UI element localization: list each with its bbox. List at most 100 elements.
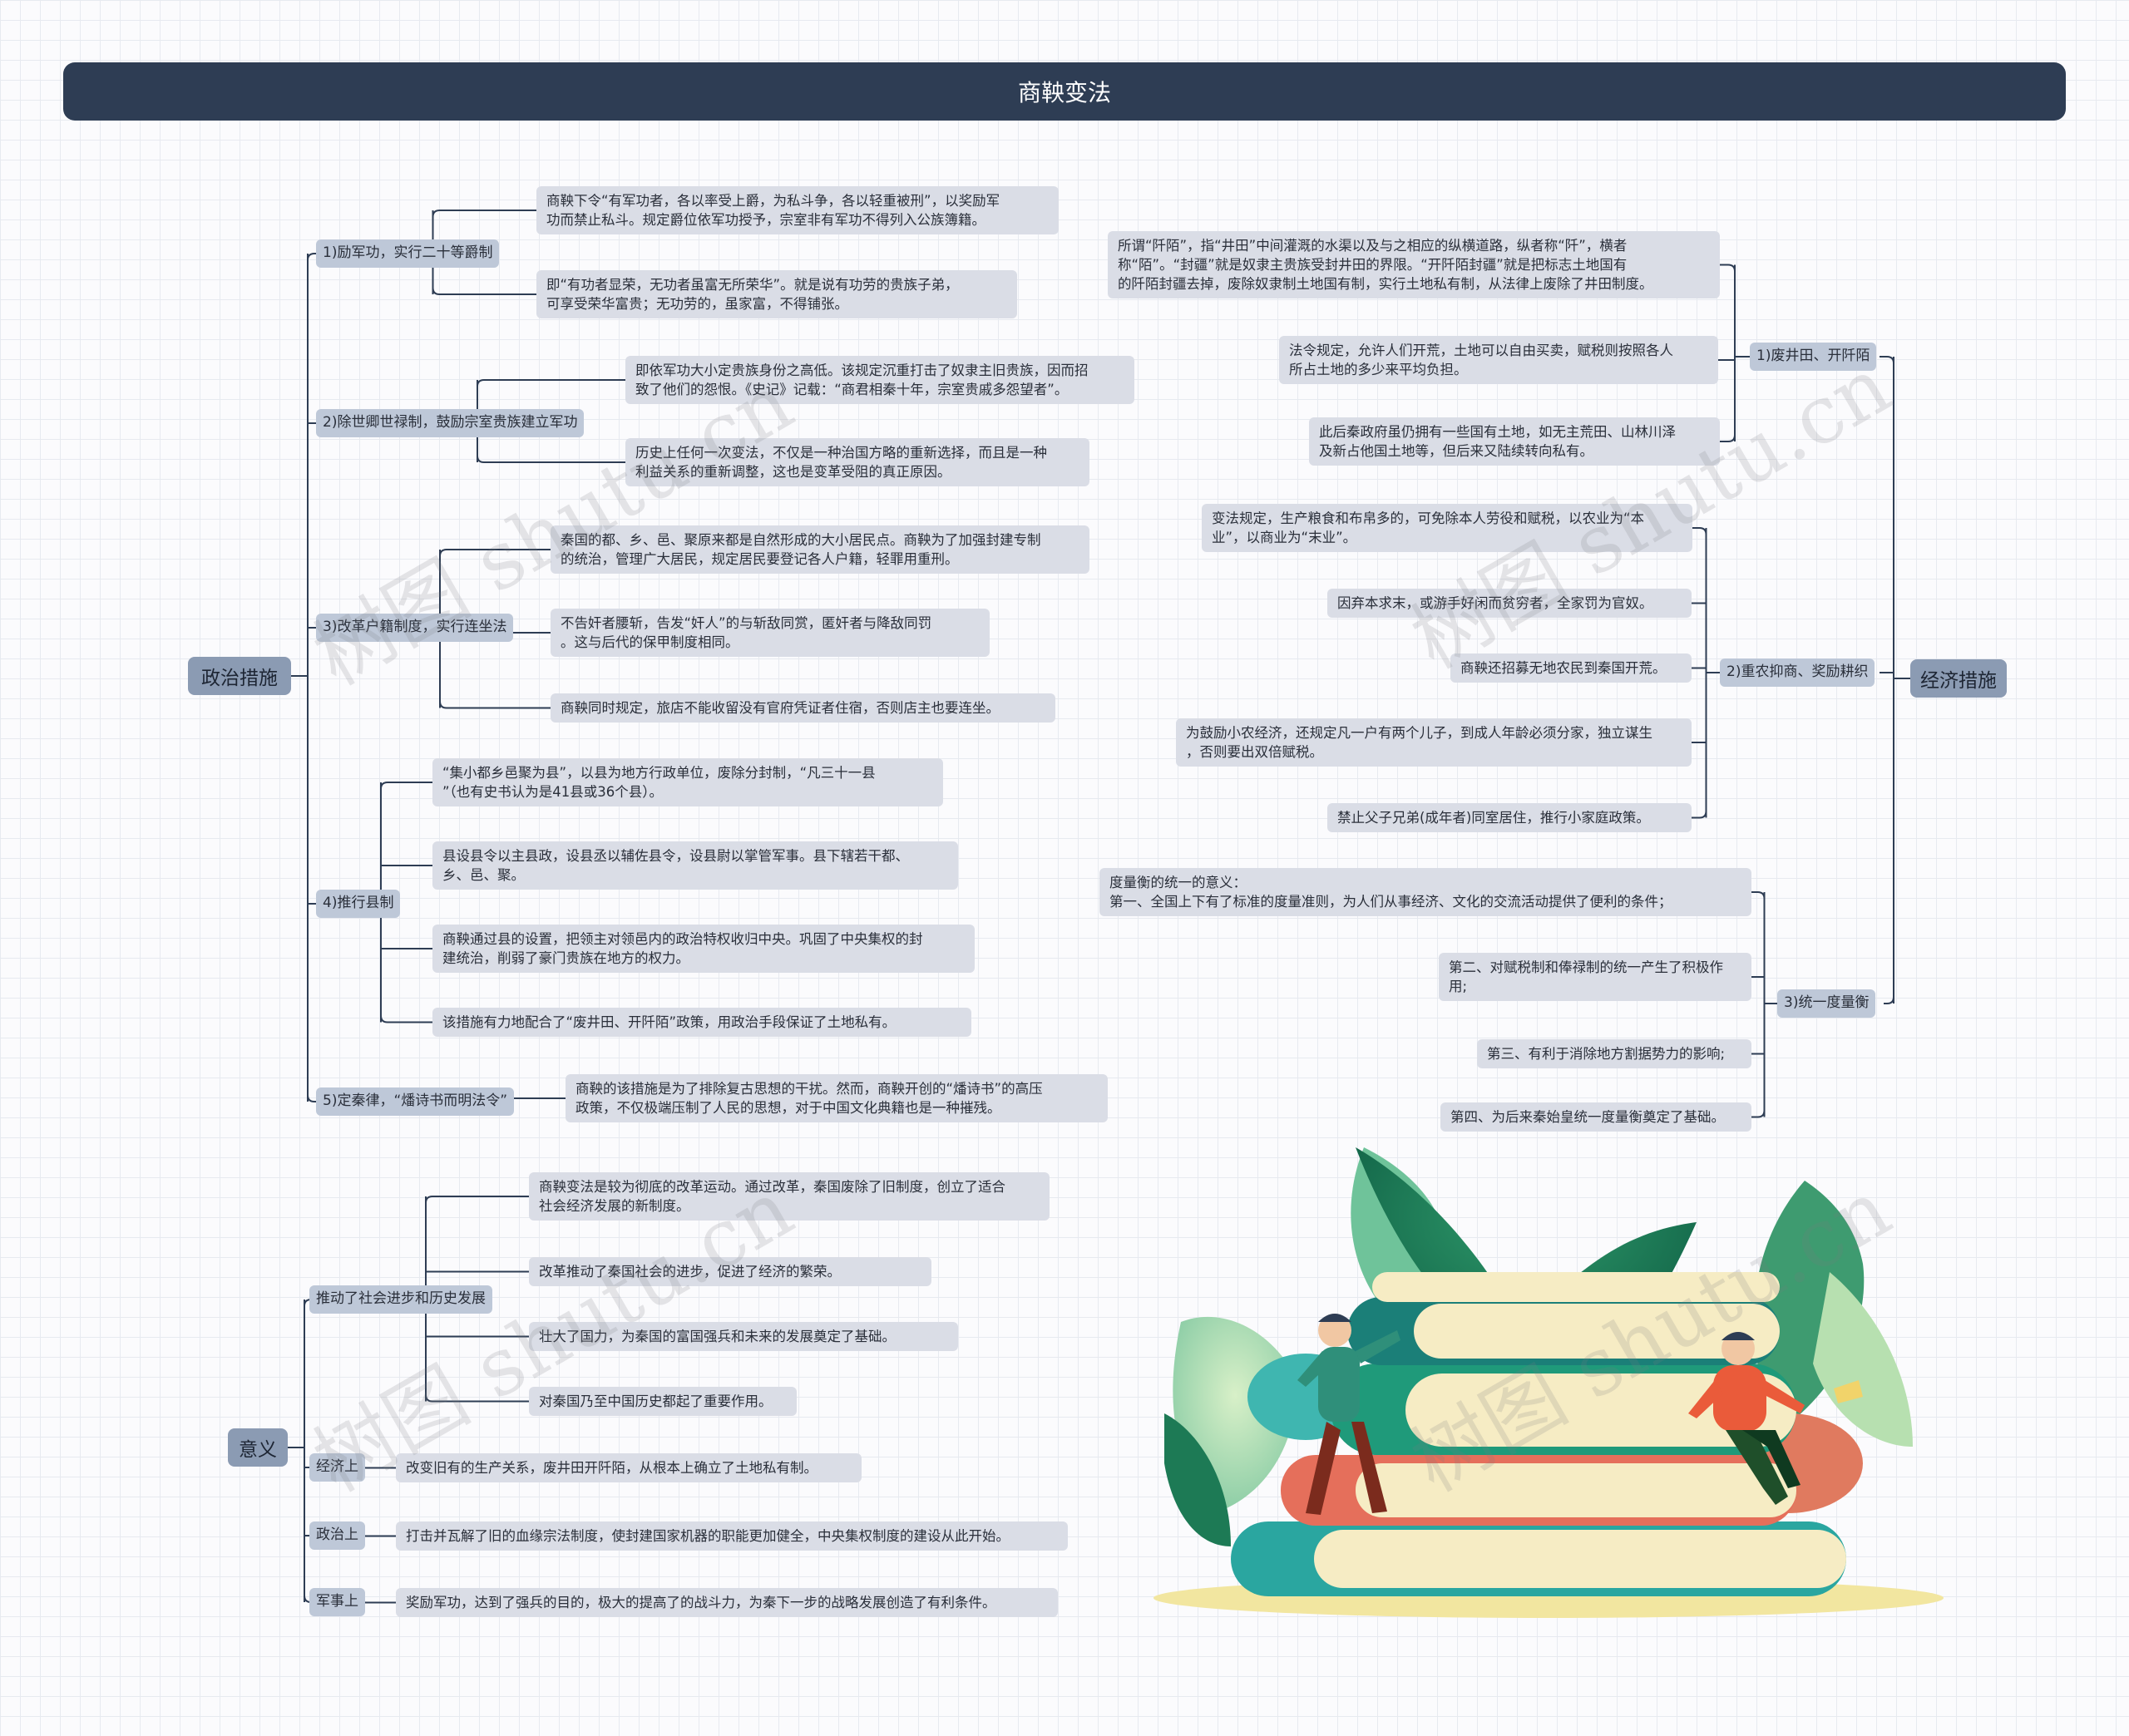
item-text-line: 商鞅同时规定，旅店不能收留没有官府凭证者住宿，否则店主也要连坐。 [561,700,1000,716]
item-text-line: 对秦国乃至中国历史都起了重要作用。 [539,1393,773,1409]
economy-group-3-item-4: 第四、为后来秦始皇统一度量衡奠定了基础。 [1440,1102,1751,1132]
economy-group-1-item-1: 所谓“阡陌”，指“井田”中间灌溉的水渠以及与之相应的纵横道路，纵者称“阡”，横者… [1108,231,1720,298]
meaning-group-1-link [425,1196,529,1204]
politics-group-2-item-2: 历史上任何一次变法，不仅是一种治国方略的重新选择，而且是一种利益关系的重新调整，… [625,438,1089,486]
politics-group-5: 5)定秦律，“燔诗书而明法令” [316,1087,515,1116]
politics-group-1-link [432,210,536,218]
meaning-group-2: 经济上 [309,1453,365,1482]
item-text-line: 建统治，削弱了豪门贵族在地方的权力。 [442,950,689,966]
politics-group-4-item-1: “集小都乡邑聚为县”，以县为地方行政单位，废除分封制，“凡三十一县 ”（也有史书认… [432,758,943,806]
item-text-line: 即依军功大小定贵族身份之高低。该规定沉重打击了奴隶主旧贵族，因而招 [635,362,1089,378]
economy-group-2-item-2: 因弃本求末，或游手好闲而贫穷者，全家罚为官奴。 [1327,589,1692,618]
economy-group-3-link [1751,1110,1766,1118]
item-text-line: 县设县令以主县政，设县丞以辅佐县令，设县尉以掌管军事。县下辖若干都、 [442,848,909,864]
item-text-line: 社会经济发展的新制度。 [539,1198,690,1214]
economy-group-1-item-2: 法令规定，允许人们开荒，土地可以自由买卖，赋税则按照各人所占土地的多少来平均负担… [1279,336,1718,384]
item-text-line: 改革推动了秦国社会的进步，促进了经济的繁荣。 [539,1264,841,1280]
item-text-line: 度量衡的统一的意义： [1109,875,1247,890]
politics-group-1: 1)励军功，实行二十等爵制 [316,239,500,268]
item-text-line: 因弃本求末，或游手好闲而贫穷者，全家罚为官奴。 [1337,595,1653,611]
meaning-main-node: 意义 [228,1428,288,1467]
politics-group-2-item-1: 即依军功大小定贵族身份之高低。该规定沉重打击了奴隶主旧贵族，因而招致了他们的怨恨… [625,356,1134,404]
item-text-line: 为鼓励小农经济，还规定凡一户有两个儿子，到成人年龄必须分家，独立谋生 [1186,725,1652,741]
politics-group-5-item-1: 商鞅的该措施是为了排除复古思想的干扰。然而，商鞅开创的“燔诗书”的高压政策，不仅… [566,1074,1108,1122]
politics-group-1-item-1: 商鞅下令“有军功者，各以率受上爵，为私斗争，各以轻重被刑”，以奖励军功而禁止私斗… [536,186,1059,234]
economy-group-2-link [1692,527,1707,535]
politics-group-2: 2)除世卿世禄制，鼓励宗室贵族建立军功 [316,409,585,437]
item-text-line: 秦国的都、乡、邑、聚原来都是自然形成的大小居民点。商鞅为了加强封建专制 [561,532,1041,548]
politics-group-3: 3)改革户籍制度，实行连坐法 [316,614,514,642]
item-text-line: 奖励军功，达到了强兵的目的，极大的提高了的战斗力，为秦下一步的战略发展创造了有利… [406,1595,996,1610]
item-text-line: 称“陌”。“封疆”就是奴隶主贵族受封井田的界限。“开阡陌封疆”就是把标志土地国有 [1118,257,1628,273]
item-text-line: 可享受荣华富贵；无功劳的，虽家富，不得铺张。 [546,296,848,312]
item-text-line: 即“有功者显荣，无功者虽富无所荣华”。就是说有功劳的贵族子弟， [546,277,959,293]
politics-group-4-item-4: 该措施有力地配合了“废井田、开阡陌”政策，用政治手段保证了土地私有。 [432,1008,971,1037]
paper-plane [1834,1380,1863,1403]
item-text-line: 乡、邑、聚。 [442,867,525,883]
item-text-line: 变法规定，生产粮食和布帛多的，可免除本人劳役和赋税，以农业为“本 [1212,510,1645,526]
economy-group-1-link [1720,264,1736,272]
item-text-line: 第一、全国上下有了标准的度量准则，为人们从事经济、文化的交流活动提供了便利的条件… [1109,894,1672,910]
meaning-group-1-item-4: 对秦国乃至中国历史都起了重要作用。 [529,1387,797,1416]
meaning-group-4-item-1: 奖励军功，达到了强兵的目的，极大的提高了的战斗力，为秦下一步的战略发展创造了有利… [396,1588,1058,1617]
economy-group-2: 2)重农抑商、奖励耕织 [1720,658,1875,687]
item-text-line: 改变旧有的生产关系，废井田开阡陌，从根本上确立了土地私有制。 [406,1460,818,1476]
item-text-line: ”（也有史书认为是41县或36个县）。 [442,784,664,800]
item-text-line: 第四、为后来秦始皇统一度量衡奠定了基础。 [1450,1109,1725,1125]
politics-group-2-link [477,379,625,387]
item-text-line: 历史上任何一次变法，不仅是一种治国方略的重新选择，而且是一种 [635,445,1047,461]
economy-group-2-item-5: 禁止父子兄弟(成年者)同室居住，推行小家庭政策。 [1327,803,1692,832]
politics-group-3-link [439,701,551,709]
economy-group-3-item-3: 第三、有利于消除地方割据势力的影响; [1477,1039,1751,1068]
economy-group-3-link [1751,891,1766,900]
economy-group-1-item-3: 此后秦政府虽仍拥有一些国有土地，如无主荒田、山林川泽及新占他国土地等，但后来又陆… [1309,417,1720,466]
politics-group-1-link [432,287,536,295]
item-text-line: 及新占他国土地等，但后来又陆续转向私有。 [1319,443,1593,459]
item-text-line: 所谓“阡陌”，指“井田”中间灌溉的水渠以及与之相应的纵横道路，纵者称“阡”，横者 [1118,238,1628,254]
person-right [1688,1332,1805,1505]
economy-group-2-item-3: 商鞅还招募无地农民到秦国开荒。 [1450,653,1692,683]
item-text-line: 第三、有利于消除地方割据势力的影响; [1487,1046,1726,1062]
politics-group-4-item-3: 商鞅通过县的设置，把领主对领邑内的政治特权收归中央。巩固了中央集权的封建统治，削… [432,925,975,973]
politics-main-link [307,1094,316,1102]
item-text-line: ，否则要出双倍赋税。 [1186,744,1323,760]
meaning-group-1-item-3: 壮大了国力，为秦国的富国强兵和未来的发展奠定了基础。 [529,1322,958,1351]
politics-group-3-item-3: 商鞅同时规定，旅店不能收留没有官府凭证者住宿，否则店主也要连坐。 [551,693,1055,723]
item-text-line: 。这与后代的保甲制度相同。 [561,634,739,650]
item-text-line: 的统治，管理广大居民，规定居民要登记各人户籍，轻罪用重刑。 [561,551,959,567]
item-text-line: 商鞅变法是较为彻底的改革运动。通过改革，秦国废除了旧制度，创立了适合 [539,1179,1005,1195]
item-text-line: 此后秦政府虽仍拥有一些国有土地，如无主荒田、山林川泽 [1319,424,1676,440]
economy-group-3-item-1: 度量衡的统一的意义： 第一、全国上下有了标准的度量准则，为人们从事经济、文化的交流… [1099,868,1751,916]
politics-group-3-item-2: 不告奸者腰斩，告发“奸人”的与斩敌同赏，匿奸者与降敌同罚。这与后代的保甲制度相同… [551,609,990,657]
item-text-line: 禁止父子兄弟(成年者)同室居住，推行小家庭政策。 [1337,810,1650,826]
politics-group-4-link [380,1015,432,1023]
economy-group-1-link [1720,434,1736,442]
economy-main-link [1884,996,1894,1004]
item-text-line: 用; [1449,979,1468,994]
item-text-line: 商鞅下令“有军功者，各以率受上爵，为私斗争，各以轻重被刑”，以奖励军 [546,193,1000,209]
politics-group-2-link [477,455,625,463]
politics-group-1-item-2: 即“有功者显荣，无功者虽富无所荣华”。就是说有功劳的贵族子弟， 可享受荣华富贵；无… [536,270,1017,318]
item-text-line: 打击并瓦解了旧的血缘宗法制度，使封建国家机器的职能更加健全，中央集权制度的建设从… [406,1528,1010,1544]
person-left [1297,1314,1400,1515]
meaning-group-1-link [425,1394,529,1403]
politics-main-link [307,253,316,261]
economy-group-1: 1)废井田、开阡陌 [1750,343,1877,371]
item-text-line: “集小都乡邑聚为县”，以县为地方行政单位，废除分封制，“凡三十一县 [442,765,876,781]
item-text-line: 利益关系的重新调整，这也是变革受阻的真正原因。 [635,464,951,480]
economy-main-link [1880,356,1894,364]
item-text-line: 政策，不仅极端压制了人民的思想，对于中国文化典籍也是一种摧残。 [575,1100,1001,1116]
item-text-line: 第二、对赋税制和俸禄制的统一产生了积极作 [1449,959,1723,975]
item-text-line: 所占土地的多少来平均负担。 [1289,362,1468,377]
item-text-line: 的阡陌封疆去掉，废除奴隶制土地国有制，实行土地私有制，从法律上废除了井田制度。 [1118,276,1653,292]
item-text-line: 商鞅通过县的设置，把领主对领邑内的政治特权收归中央。巩固了中央集权的封 [442,931,923,947]
politics-group-3-link [439,549,551,557]
item-text-line: 该措施有力地配合了“废井田、开阡陌”政策，用政治手段保证了土地私有。 [442,1014,897,1030]
politics-group-4: 4)推行县制 [316,890,401,918]
item-text-line: 商鞅的该措施是为了排除复古思想的干扰。然而，商鞅开创的“燔诗书”的高压 [575,1081,1043,1097]
item-text-line: 功而禁止私斗。规定爵位依军功授予，宗室非有军功不得列入公族簿籍。 [546,212,985,228]
politics-main-node: 政治措施 [188,657,291,695]
politics-group-4-item-2: 县设县令以主县政，设县丞以辅佐县令，设县尉以掌管军事。县下辖若干都、乡、邑、聚。 [432,841,958,890]
leaf-left-dark [1164,1413,1231,1546]
